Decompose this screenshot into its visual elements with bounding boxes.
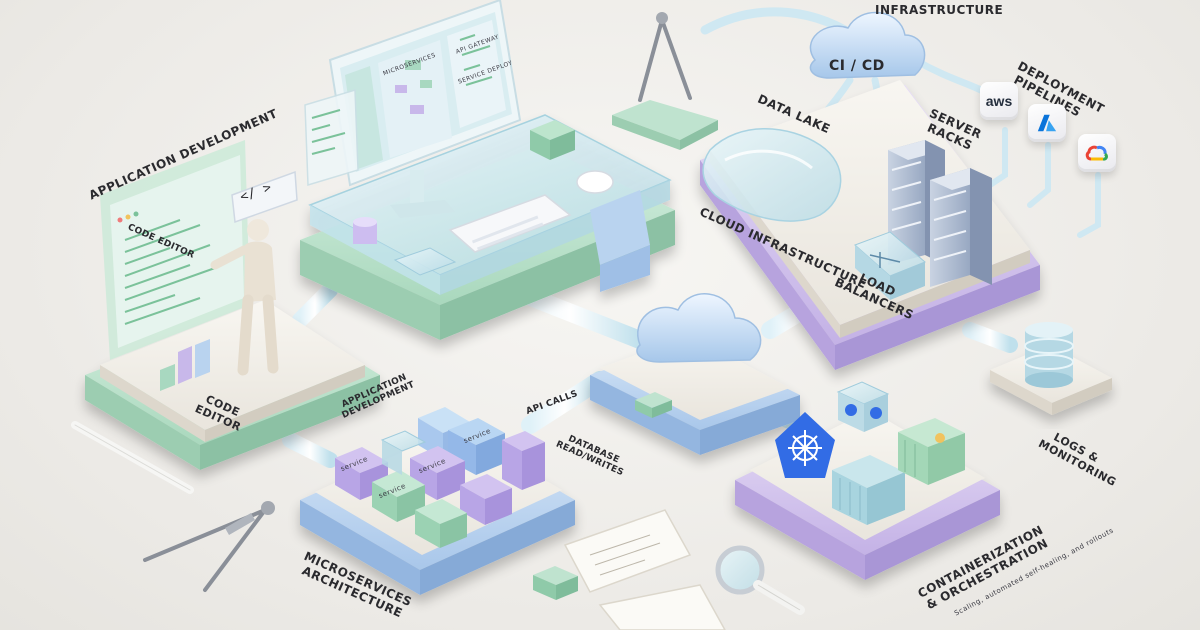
mouse — [577, 171, 613, 193]
tube-cicd-to-aws — [915, 60, 990, 95]
gcp-glyph — [1085, 143, 1109, 163]
tube-pipeline-2 — [1030, 145, 1048, 205]
aws-logo-text: aws — [986, 93, 1012, 109]
tube-desk-to-editor — [300, 290, 330, 320]
mint-block-small — [533, 566, 578, 600]
azure-icon — [1028, 104, 1066, 142]
label-ci-cd: CI / CD — [829, 58, 885, 74]
cloud-icon — [637, 294, 761, 362]
drafting-compass-bottom — [145, 501, 275, 590]
azure-glyph — [1036, 112, 1058, 134]
tube-pipeline-3 — [1080, 175, 1098, 235]
aws-logo: aws — [980, 82, 1018, 120]
coffee-cup — [353, 217, 377, 244]
floating-code-panel — [305, 90, 358, 185]
notebook-1 — [565, 510, 690, 592]
database-icon — [1025, 322, 1073, 388]
tube-cloud-to-logs — [970, 330, 1010, 345]
magnifying-glass-icon — [718, 548, 800, 610]
notebook-2 — [600, 585, 725, 630]
label-infrastructure: INFRASTRUCTURE — [875, 4, 1003, 18]
tube-pipeline-1 — [990, 130, 1005, 185]
tube-editor-to-micro — [290, 440, 330, 460]
google-cloud-icon — [1078, 134, 1116, 172]
